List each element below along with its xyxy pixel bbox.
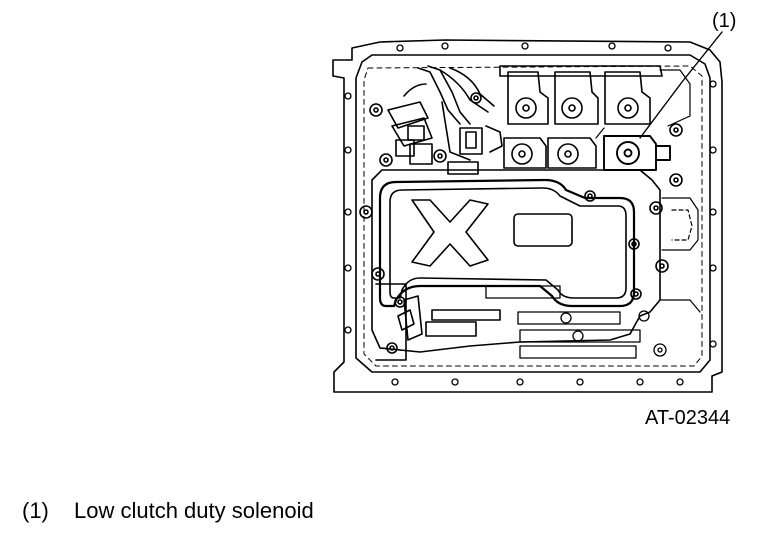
legend-item-number: (1) (22, 498, 49, 523)
strainer-x-rib (411, 199, 489, 267)
case-dashed-seal (363, 65, 703, 367)
legend-item: (1) Low clutch duty solenoid (22, 498, 314, 524)
legend: (1) Low clutch duty solenoid (22, 498, 314, 524)
wiring-harness (387, 65, 503, 175)
oil-strainer-inner (389, 187, 627, 299)
valve-body-illustration (332, 31, 723, 393)
legend-item-text: Low clutch duty solenoid (74, 498, 314, 523)
case-inner-outline (355, 54, 711, 373)
right-side-detail (595, 69, 701, 313)
figure-id: AT-02344 (645, 407, 731, 429)
solenoid-upper-row (499, 65, 663, 125)
lower-left-components (375, 283, 501, 361)
flange-bolts (344, 42, 717, 386)
valve-body-plate (371, 169, 661, 353)
strainer-window (513, 213, 573, 247)
low-clutch-duty-solenoid (603, 135, 671, 171)
callout-leader-line (639, 31, 723, 139)
spool-valves (485, 285, 667, 359)
case-outline (332, 39, 723, 393)
body-bolts (359, 92, 683, 300)
solenoid-lower-row (503, 137, 597, 169)
callout-label-1: (1) (712, 10, 737, 32)
oil-strainer-outer (378, 178, 636, 308)
